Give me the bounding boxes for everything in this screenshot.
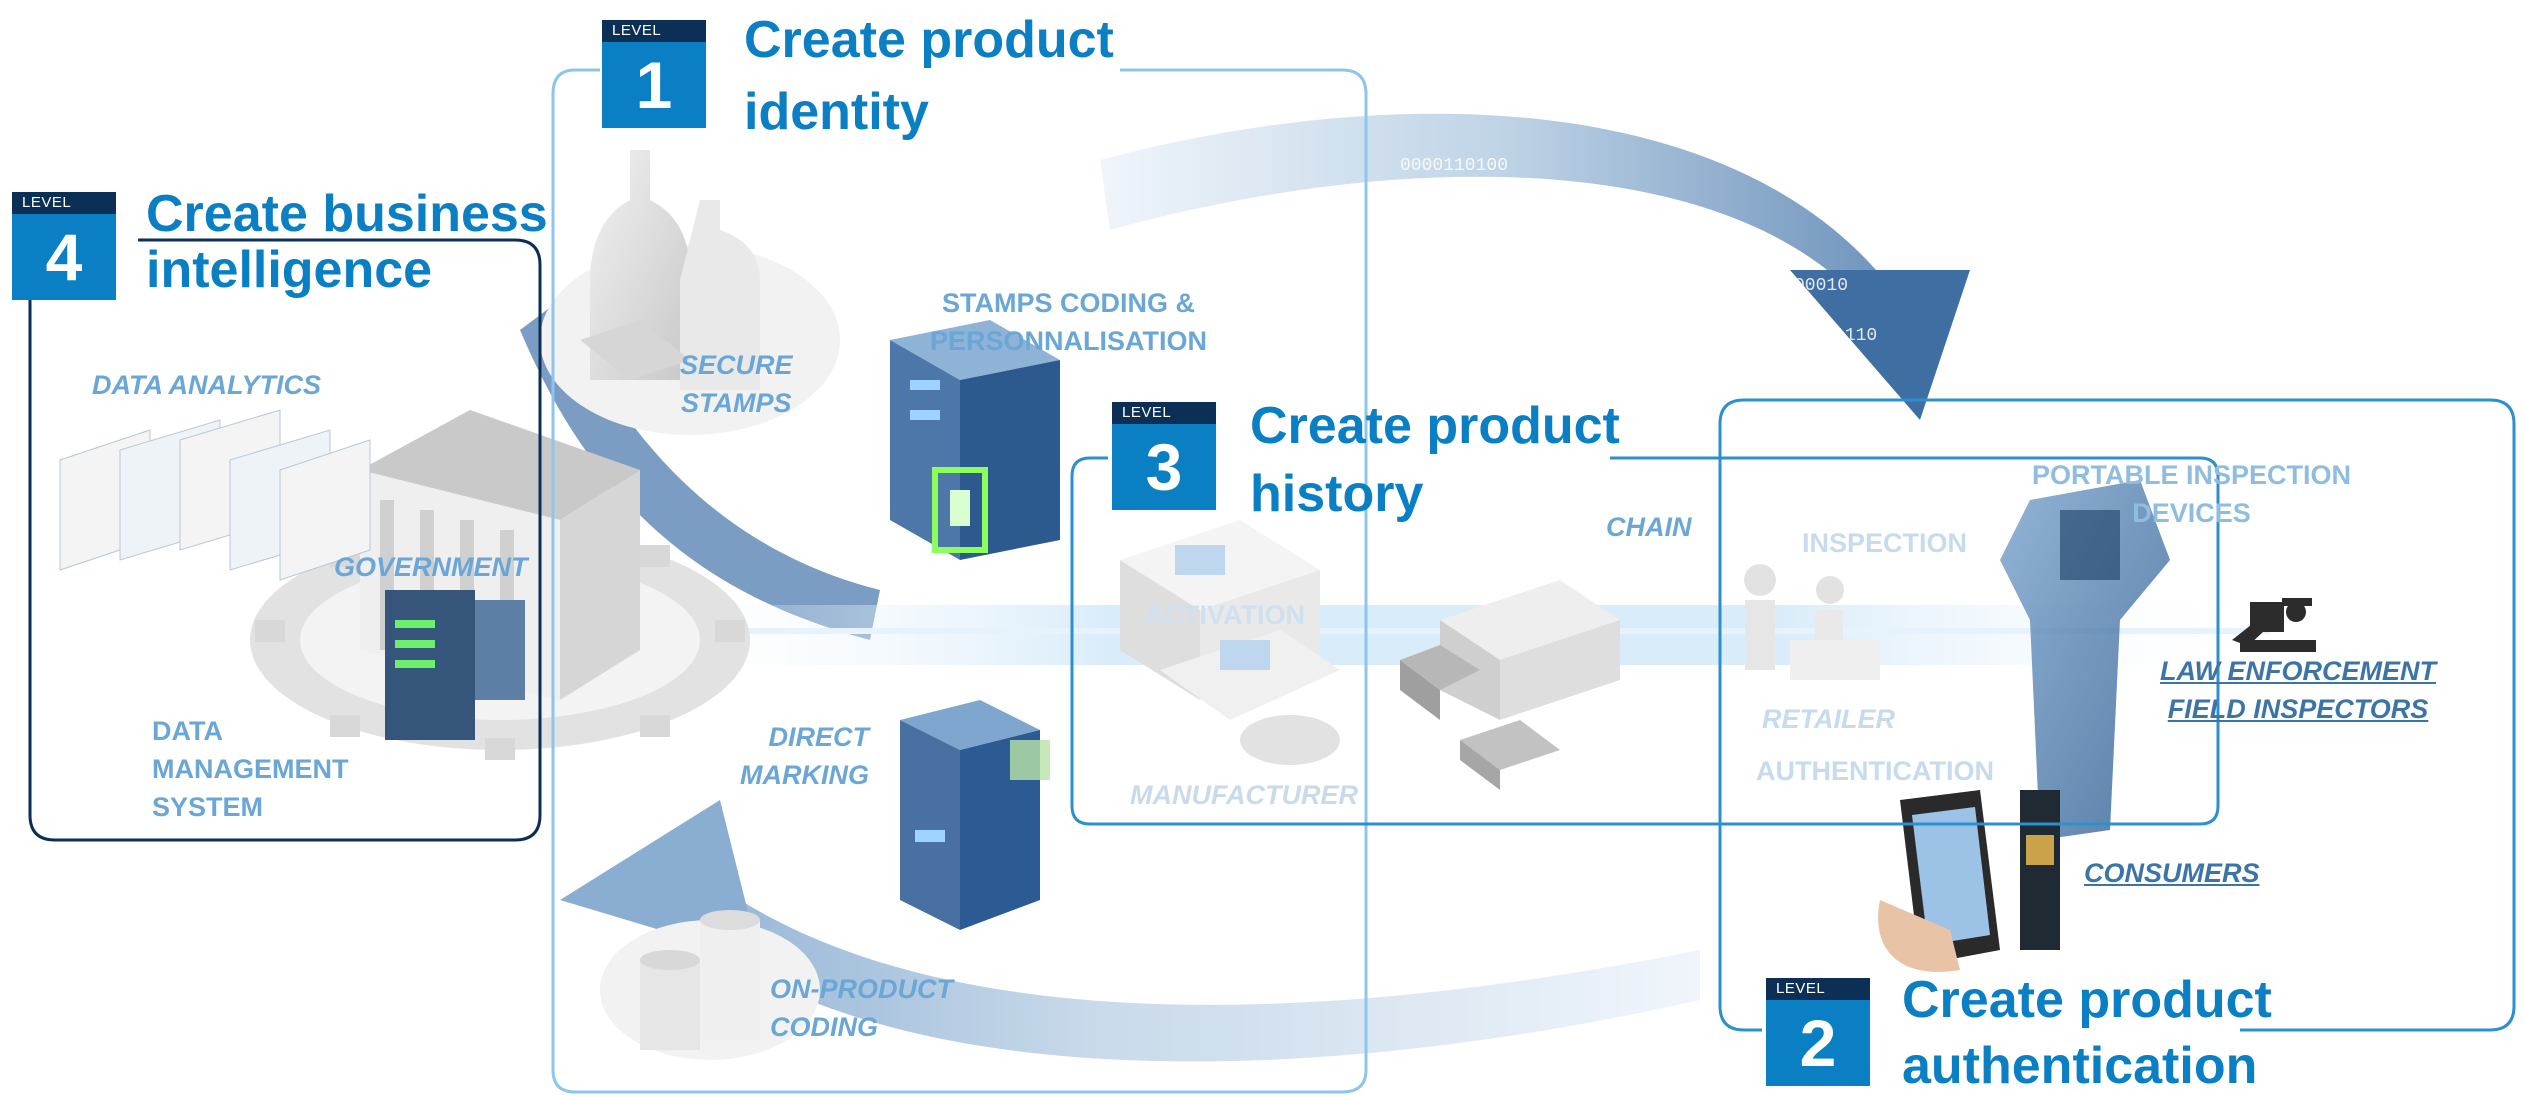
manufacturer-machines — [1120, 520, 1340, 765]
government-label: GOVERNMENT — [334, 552, 528, 582]
on-product-coding-illustration — [600, 910, 820, 1060]
level-number: 4 — [12, 214, 116, 300]
retailer-inspection-illustration — [1744, 564, 1880, 680]
svg-text:0000110100: 0000110100 — [1400, 156, 1508, 176]
level-badge-4: LEVEL 4 — [12, 192, 116, 300]
on-product-coding-label: ON-PRODUCT CODING — [770, 974, 953, 1042]
binary-stream-arrow-icon: 0000110100 1000101010 0101000010 0101011… — [1400, 156, 1877, 346]
level-caption: LEVEL — [1766, 978, 1870, 1000]
portable-inspection-devices-label: PORTABLE INSPECTION DEVICES — [2032, 460, 2352, 528]
level-caption: LEVEL — [1112, 402, 1216, 424]
portable-inspection-device — [2000, 480, 2170, 840]
level-2-title-line1: Create product — [1902, 971, 2272, 1029]
stamps-coding-machine — [890, 320, 1060, 560]
manufacturer-label: MANUFACTURER — [1130, 780, 1358, 810]
level-2-title-line2: authentication — [1902, 1037, 2258, 1095]
level-1-title-line2: identity — [744, 83, 929, 141]
data-analytics-screens — [59, 409, 371, 581]
level-caption: LEVEL — [602, 20, 706, 42]
supply-chain-trucks — [1400, 580, 1620, 790]
law-enforcement-label: LAW ENFORCEMENT FIELD INSPECTORS — [2160, 656, 2436, 724]
law-enforcement-officer-icon — [2232, 598, 2316, 652]
level-4-title-line1: Create business — [146, 185, 548, 243]
retailer-label: RETAILER — [1762, 704, 1895, 734]
level-frames — [28, 68, 2516, 1094]
level-3-title-line2: history — [1250, 465, 1424, 523]
direct-marking-label: DIRECT MARKING — [740, 722, 869, 790]
level-caption: LEVEL — [12, 192, 116, 214]
consumer-smartphone-illustration — [1878, 790, 2060, 972]
level-1-title-line1: Create product — [744, 11, 1114, 69]
secure-stamps-label: SECURE STAMPS — [680, 350, 793, 418]
level-4-title-line2: intelligence — [146, 241, 433, 299]
secure-stamps-illustration — [540, 150, 840, 435]
cycle-arrow-icon — [1100, 113, 1970, 420]
level-number: 1 — [602, 42, 706, 128]
level-badge-2: LEVEL 2 — [1766, 978, 1870, 1086]
consumers-label: CONSUMERS — [2084, 858, 2260, 888]
government-building-illustration — [250, 410, 750, 760]
level-badge-1: LEVEL 1 — [602, 20, 706, 128]
inspection-label: INSPECTION — [1802, 528, 1968, 558]
direct-marking-machine — [900, 700, 1050, 930]
level-badge-3: LEVEL 3 — [1112, 402, 1216, 510]
data-analytics-label: DATA ANALYTICS — [92, 370, 321, 400]
level-3-title-line1: Create product — [1250, 397, 1620, 455]
data-management-system-label: DATA MANAGEMENT SYSTEM — [152, 716, 349, 822]
stamps-coding-label: STAMPS CODING & PERSONNALISATION — [930, 288, 1208, 356]
authentication-label: AUTHENTICATION — [1756, 756, 1994, 786]
svg-text:010101110: 010101110 — [1780, 326, 1877, 346]
activation-label: ACTIVATION — [1144, 600, 1305, 630]
svg-text:0101000010: 0101000010 — [1740, 276, 1848, 296]
level-number: 3 — [1112, 424, 1216, 510]
chain-label: CHAIN — [1606, 512, 1692, 542]
level-number: 2 — [1766, 1000, 1870, 1086]
svg-text:1000101010: 1000101010 — [1560, 196, 1668, 216]
